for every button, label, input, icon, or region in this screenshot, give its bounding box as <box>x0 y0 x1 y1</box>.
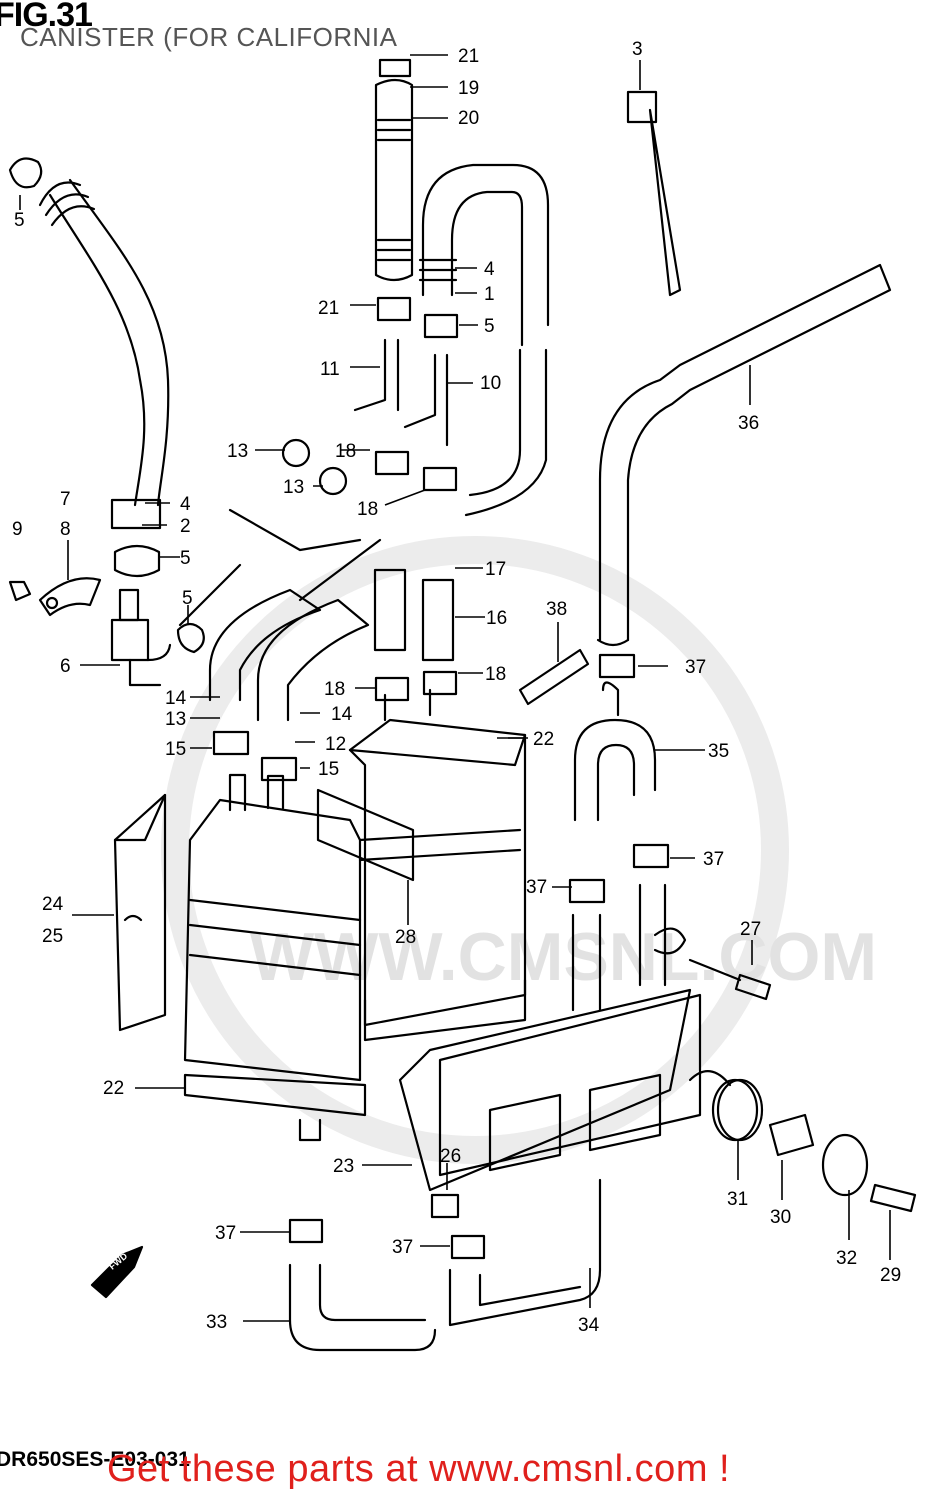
callout-label: 29 <box>880 1265 901 1286</box>
callout-label: 37 <box>215 1223 236 1244</box>
callout-label: 21 <box>458 46 479 67</box>
callout-label: 21 <box>318 298 339 319</box>
angled-hoses <box>178 508 382 722</box>
drawing <box>8 58 917 1352</box>
callout-label: 25 <box>42 926 63 947</box>
hose-35 <box>573 681 657 822</box>
callout-label: 9 <box>12 519 23 540</box>
callout-label: 15 <box>318 759 339 780</box>
figure-title: FIG.31 <box>0 0 93 34</box>
callout-label: 5 <box>182 588 193 609</box>
bracket-38 <box>518 648 590 706</box>
callout-label: 18 <box>324 679 345 700</box>
clamps-mid <box>212 653 670 904</box>
canister-22-rear <box>348 688 527 1042</box>
callout-label: 14 <box>165 688 187 709</box>
callout-label: 17 <box>485 559 506 580</box>
callout-label: 16 <box>486 608 507 629</box>
hoses-33-34 <box>288 1178 602 1352</box>
callout-label: 6 <box>60 656 71 677</box>
callout-label: 30 <box>770 1207 791 1228</box>
label-28 <box>316 788 415 882</box>
callout-labels: 21 19 20 3 5 4 1 21 5 11 10 36 13 18 13 … <box>12 39 901 1336</box>
callout-label: 36 <box>738 413 759 434</box>
callout-label: 20 <box>458 108 479 129</box>
callout-label: 12 <box>325 734 346 755</box>
callout-label: 14 <box>331 704 353 725</box>
callout-label: 2 <box>180 516 191 537</box>
callout-label: 13 <box>165 709 186 730</box>
clamp-5-left <box>113 544 205 654</box>
promo-link[interactable]: Get these parts at www.cmsnl.com ! <box>107 1448 731 1490</box>
callout-label: 5 <box>180 548 191 569</box>
callout-label: 4 <box>180 494 191 515</box>
callout-label: 33 <box>206 1312 227 1333</box>
callout-label: 26 <box>440 1146 461 1167</box>
bolts <box>430 958 917 1219</box>
callout-label: 23 <box>333 1156 354 1177</box>
fwd-arrow <box>90 1245 144 1299</box>
callout-label: 3 <box>632 39 643 60</box>
callout-label: 5 <box>14 210 25 231</box>
figure-code: DR650SES-E03-031 <box>0 1448 190 1471</box>
callout-label: 37 <box>526 877 547 898</box>
leader-lines <box>19 54 891 1322</box>
watermark-text: WWW.CMSNL.COM <box>250 919 877 995</box>
watermark: WWW.CMSNL.COM <box>161 536 877 1164</box>
callout-label: 22 <box>533 729 554 750</box>
callout-label: 5 <box>484 316 495 337</box>
figure-subtitle: CANISTER (FOR CALIFORNIA <box>20 22 398 52</box>
callout-label: 11 <box>320 359 340 380</box>
callout-label: 24 <box>42 894 64 915</box>
clamps-top <box>281 296 459 496</box>
callout-label: 35 <box>708 741 729 762</box>
t-fittings <box>353 338 449 447</box>
callout-label: 37 <box>685 657 706 678</box>
hose-36 <box>596 263 892 647</box>
left-hose <box>8 157 170 530</box>
callout-label: 38 <box>546 599 567 620</box>
callout-label: 7 <box>60 489 71 510</box>
wire-tie-3 <box>626 90 682 297</box>
callout-label: 28 <box>395 927 416 948</box>
callout-label: 31 <box>727 1189 748 1210</box>
callout-label: 4 <box>484 259 495 280</box>
callout-label: 13 <box>283 477 304 498</box>
callout-label: 32 <box>836 1248 857 1269</box>
callout-label: 37 <box>392 1237 413 1258</box>
callout-label: 15 <box>165 739 186 760</box>
callout-label: 1 <box>484 284 495 305</box>
center-hose <box>374 58 414 282</box>
callout-label: 34 <box>578 1315 600 1336</box>
bracket-24-25 <box>113 793 167 1032</box>
callout-label: 18 <box>357 499 378 520</box>
pipes-16-17 <box>373 568 455 662</box>
callout-label: 37 <box>703 849 724 870</box>
callout-label: 10 <box>480 373 501 394</box>
callout-label: 27 <box>740 919 761 940</box>
bracket-7-8 <box>8 577 102 617</box>
callout-label: 18 <box>485 664 506 685</box>
callout-label: 18 <box>335 441 356 462</box>
grommets <box>711 1078 869 1197</box>
callout-label: 8 <box>60 519 71 540</box>
fitting-6 <box>110 588 172 687</box>
callout-label: 19 <box>458 78 479 99</box>
callout-label: 13 <box>227 441 248 462</box>
callout-label: 22 <box>103 1078 124 1099</box>
u-hose <box>418 163 550 517</box>
lower-pipes <box>571 883 667 1012</box>
